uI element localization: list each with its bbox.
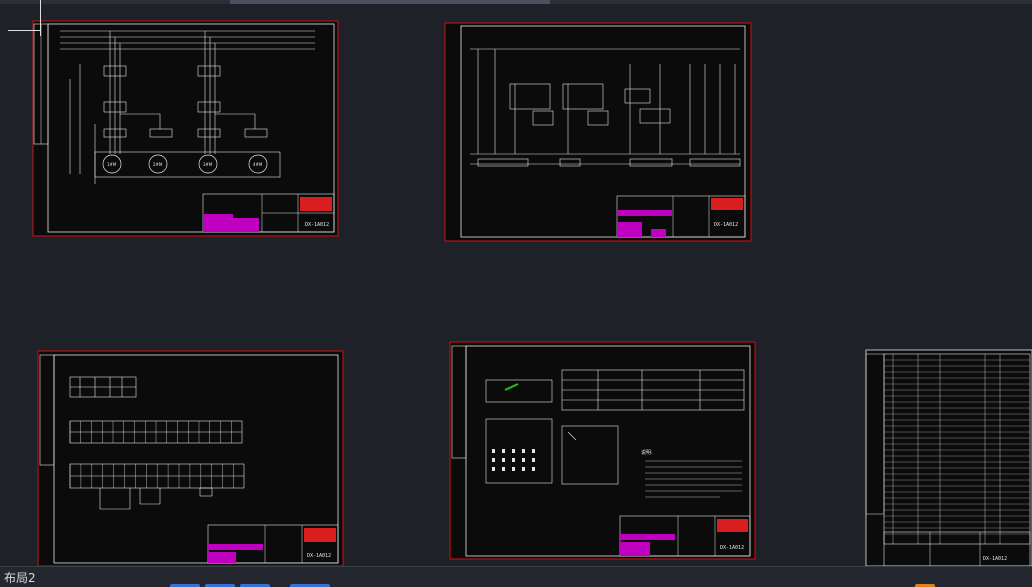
crosshair-cursor-vertical: [40, 0, 41, 36]
parts-table-rows: [884, 359, 1030, 535]
panel-button: [522, 458, 525, 462]
motor-icon: [102, 154, 122, 174]
motor-icon: [248, 154, 268, 174]
panel-button: [502, 458, 505, 462]
panel-button: [532, 458, 535, 462]
file-tab-strip[interactable]: [230, 0, 550, 4]
panel-button: [532, 467, 535, 471]
motor-label: 1#M: [107, 162, 117, 167]
panel-button: [512, 467, 515, 471]
layout-tab-bar: 布局2: [0, 566, 1032, 587]
sheet-panel-layout[interactable]: 说明: DX-1A012: [449, 341, 756, 560]
title-block-5: DX-1A012: [883, 531, 1031, 566]
motor-icon: [198, 154, 218, 174]
motor-icon: [148, 154, 168, 174]
title-block-3: DX-1A012: [207, 524, 339, 564]
panel-button: [492, 449, 495, 453]
terminal-ticks: [69, 421, 234, 488]
control-ladder-lines: [470, 48, 741, 167]
motor-label: 3#M: [203, 162, 213, 167]
drawing-number-5: DX-1A012: [983, 556, 1007, 562]
panel-button: [532, 449, 535, 453]
top-toolbar-strip: [0, 0, 1032, 4]
panel-button: [522, 467, 525, 471]
motor-label: 2#M: [153, 162, 163, 167]
sheet-control-circuit[interactable]: DX-1A012: [444, 22, 752, 242]
drawing-number-3: DX-1A012: [307, 553, 331, 559]
title-block-1: DX-1A012: [202, 193, 335, 233]
drawing-canvas[interactable]: 1#M 2#M 3#M 4#M DX-1A012: [0, 4, 1032, 566]
drawing-number-4: DX-1A012: [720, 545, 744, 551]
motor-label: 4#M: [253, 162, 263, 167]
drawing-number-1: DX-1A012: [305, 222, 329, 228]
notes-title: 说明:: [641, 449, 653, 456]
panel-buttons: [492, 449, 535, 471]
drawing-number-2: DX-1A012: [714, 222, 738, 228]
parts-table-columns: [892, 354, 1001, 544]
panel-button: [492, 458, 495, 462]
panel-button: [492, 467, 495, 471]
sheet-parts-list[interactable]: DX-1A012: [865, 349, 1032, 566]
panel-button: [522, 449, 525, 453]
power-bus-lines: [60, 30, 315, 184]
panel-drawings: [485, 369, 745, 485]
panel-button: [502, 449, 505, 453]
panel-button: [512, 458, 515, 462]
crosshair-cursor-horizontal: [8, 30, 40, 31]
motor-symbols: 1#M 2#M 3#M 4#M: [102, 154, 268, 174]
sheet-terminal-wiring[interactable]: DX-1A012: [37, 350, 344, 566]
panel-indicator-green: [504, 383, 519, 391]
panel-button: [502, 467, 505, 471]
title-block-2: DX-1A012: [616, 195, 746, 238]
title-block-4: DX-1A012: [619, 515, 751, 557]
sheet-motor-power-circuit[interactable]: 1#M 2#M 3#M 4#M DX-1A012: [32, 20, 339, 237]
notes-lines: [645, 460, 742, 498]
layout-tab-label[interactable]: 布局2: [4, 571, 36, 585]
panel-button: [512, 449, 515, 453]
